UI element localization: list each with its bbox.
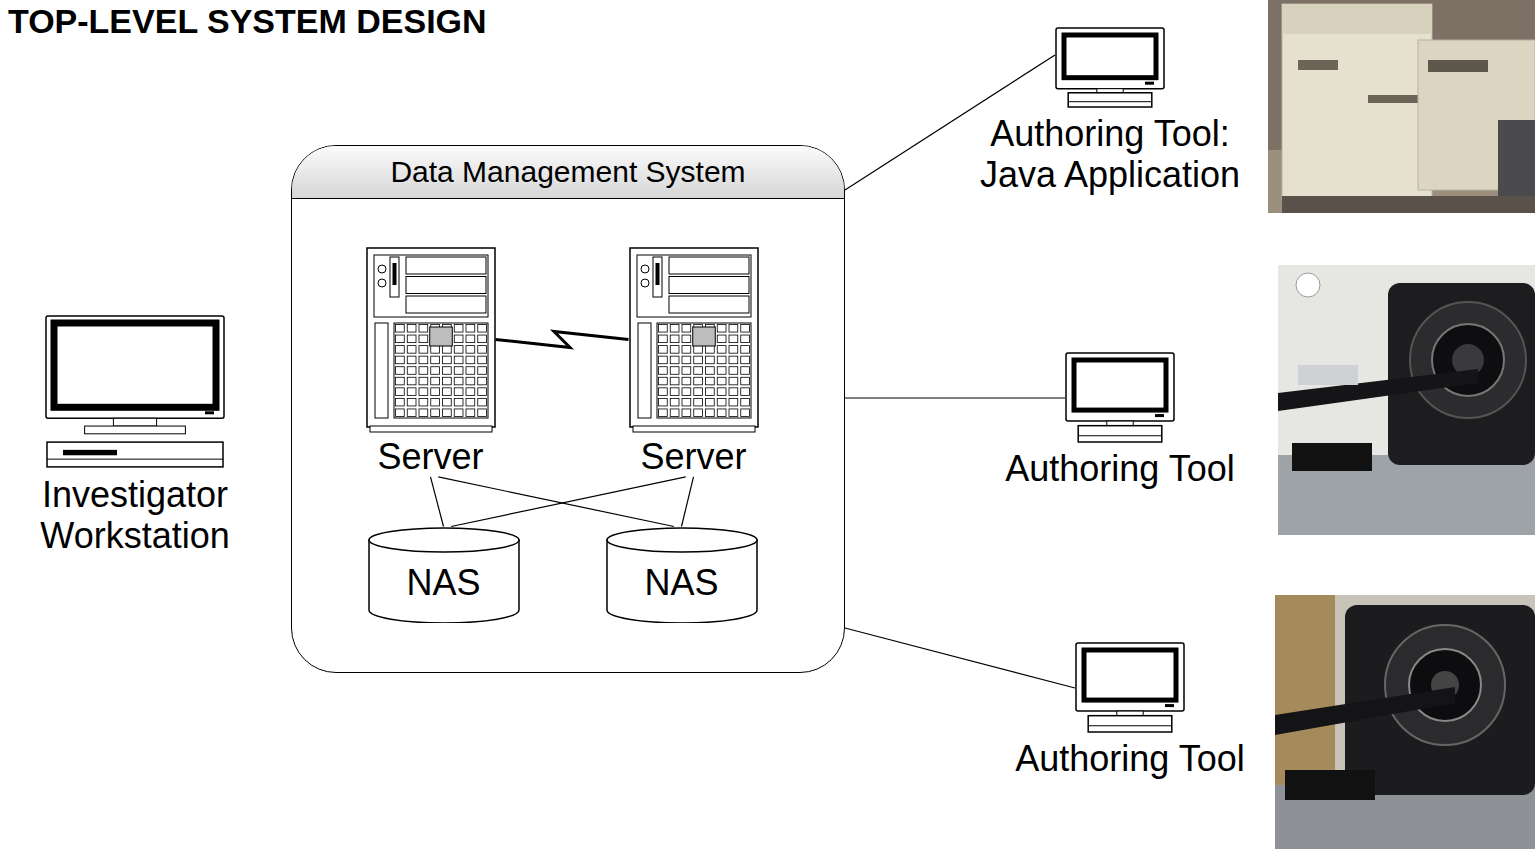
storage-cylinder: NAS <box>606 527 758 623</box>
computer-icon <box>46 316 224 467</box>
node-label: NAS <box>406 562 480 603</box>
diagram-title: TOP-LEVEL SYSTEM DESIGN <box>8 2 487 41</box>
node-label: Authoring Tool <box>1005 448 1235 489</box>
connector-line <box>431 477 444 527</box>
computer-icon <box>1076 643 1184 732</box>
node-label: Server <box>377 436 483 477</box>
connector-line <box>845 628 1075 688</box>
workstation-node: Investigator Workstation <box>45 315 225 470</box>
authoring-tool-node: Authoring Tool <box>1075 642 1185 734</box>
network-link <box>496 332 629 348</box>
server-node: Server <box>629 247 759 477</box>
server-icon <box>367 248 495 432</box>
computer-icon <box>1056 28 1164 107</box>
connector-line <box>682 477 694 527</box>
scanner-photo <box>1278 265 1535 535</box>
server-icon <box>630 248 758 432</box>
node-label: Data Management System <box>390 155 745 190</box>
computer-icon <box>1066 353 1174 442</box>
cylinder-top <box>607 528 757 552</box>
cylinder-top <box>369 528 519 552</box>
scanner-photo <box>1275 595 1535 849</box>
system-container: Data Management SystemServer ServerNAS NAS <box>291 145 845 673</box>
authoring-tool-node: Authoring Tool: Java Application <box>1055 27 1165 109</box>
connector-line <box>438 477 674 527</box>
node-label: Investigator Workstation <box>15 474 255 557</box>
node-label: Authoring Tool <box>1015 738 1245 779</box>
node-label: Authoring Tool: Java Application <box>965 113 1255 196</box>
storage-cylinder: NAS <box>368 527 520 623</box>
header-band: Data Management System <box>292 146 844 199</box>
instrument-photo <box>1268 0 1535 213</box>
connector-line <box>451 477 686 527</box>
authoring-tool-node: Authoring Tool <box>1065 352 1175 444</box>
node-label: NAS <box>644 562 718 603</box>
connector-line <box>845 397 1065 398</box>
node-label: Server <box>640 436 746 477</box>
server-node: Server <box>366 247 496 477</box>
